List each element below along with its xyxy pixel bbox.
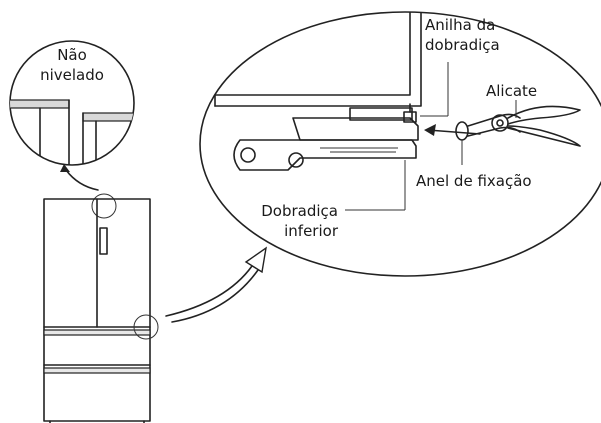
retaining-ring <box>455 121 469 141</box>
refrigerator <box>43 198 159 423</box>
door-tops-misaligned <box>10 99 134 165</box>
pliers-label: Alicate <box>486 82 537 100</box>
lower-hinge-label-1: Dobradiça <box>261 202 338 220</box>
pliers <box>467 100 581 147</box>
lower-hinge-detail: Anilha da dobradiça Alicate Anel de fixa… <box>199 11 601 277</box>
hinge-plate <box>233 139 417 171</box>
hinge-drawing <box>214 12 581 211</box>
big-arrow-head <box>244 246 267 274</box>
hinge-washer-label-2: dobradiça <box>425 36 500 54</box>
detail-circle-large <box>199 11 601 277</box>
removal-arrow <box>427 129 481 135</box>
retaining-ring-label: Anel de fixação <box>416 172 532 190</box>
not-level-label-2: nivelado <box>40 66 104 84</box>
arrow-to-small-circle <box>65 169 99 191</box>
drawer-top-strip <box>43 329 151 336</box>
hinge-washer-label-1: Anilha da <box>425 16 495 34</box>
lower-hinge-label-2: inferior <box>284 222 339 240</box>
hinge-block <box>292 117 419 141</box>
hinge-callout <box>133 314 159 340</box>
not-level-detail: Não nivelado <box>9 40 135 219</box>
not-level-label-1: Não <box>57 46 87 64</box>
drawer-bottom-strip <box>43 367 151 374</box>
door-handle <box>99 227 108 255</box>
arrow-to-big-circle <box>165 246 267 323</box>
arrow-head-small <box>60 164 70 172</box>
fridge-top-callout <box>91 193 117 219</box>
